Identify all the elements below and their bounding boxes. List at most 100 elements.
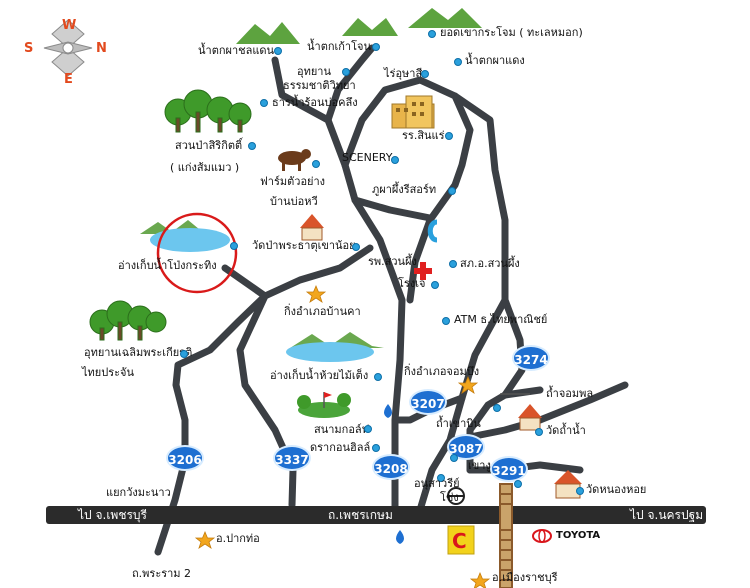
poi-dot bbox=[230, 242, 238, 250]
label-dragon-hills: ดรากอนฮิลล์ bbox=[310, 441, 371, 454]
poi-dot bbox=[450, 454, 458, 462]
poi-dot bbox=[448, 187, 456, 195]
highway-right-label: ไป จ.นครปฐม bbox=[630, 508, 704, 522]
svg-text:C: C bbox=[452, 529, 467, 553]
tree-icon bbox=[89, 89, 252, 341]
compass-east: E bbox=[64, 72, 73, 87]
label-golf: สนามกอล์ฟ bbox=[314, 423, 370, 436]
poi-dot bbox=[535, 428, 543, 436]
label-ang-huai-mai-teng: อ่างเก็บน้ำห้วยไม้เต็ง bbox=[270, 369, 369, 382]
label-king-amphoe-chom-bueng: กิ่งอำเภอจอมบึง bbox=[404, 365, 480, 378]
label-toyota: TOYOTA bbox=[556, 530, 601, 541]
label-utthayan-chaloem: อุทยานเฉลิมพระเกียรติ bbox=[84, 346, 193, 359]
label-school: รร.สินแร่ bbox=[402, 129, 445, 142]
highway-left-label: ไป จ.เพชรบุรี bbox=[78, 508, 147, 522]
label-utthayan: อุทยาน bbox=[297, 65, 331, 78]
compass-icon bbox=[43, 19, 93, 77]
poi-dot bbox=[576, 487, 584, 495]
route-badge-3208: 3208 bbox=[372, 454, 410, 480]
school-icon bbox=[391, 95, 435, 129]
poi-dot bbox=[514, 480, 522, 488]
label-atm: ATM ธ.ไทยพาณิชย์ bbox=[454, 313, 548, 326]
poi-dot bbox=[431, 281, 439, 289]
poi-dot bbox=[248, 142, 256, 150]
poi-dot bbox=[342, 68, 350, 76]
label-kaeng-sam-maeo: ( แก่งส้มแมว ) bbox=[170, 161, 240, 174]
reservoir-icon bbox=[140, 220, 230, 252]
label-wat-nong-hoi: วัดหนองหอย bbox=[586, 483, 647, 496]
highway-center-label: ถ.เพชรเกษม bbox=[328, 508, 393, 522]
poi-dot bbox=[364, 425, 372, 433]
label-phu-pha-resort: ภูผาผึ้งรีสอร์ท bbox=[372, 183, 437, 196]
label-rama2: ถ.พระราม 2 bbox=[132, 567, 192, 580]
label-anusawari: อนุสาวรีย์ bbox=[414, 477, 460, 490]
compass-south: S bbox=[24, 41, 34, 56]
label-namtok-pha-daeng: น้ำตกผาแดง bbox=[465, 54, 525, 67]
route-badge-3207: 3207 bbox=[409, 389, 447, 415]
label-king-amphoe-ban-kha: กิ่งอำเภอบ้านคา bbox=[284, 305, 361, 318]
poi-dot bbox=[260, 99, 268, 107]
label-khao-ngu: เขางู bbox=[468, 459, 491, 472]
cow-icon bbox=[278, 149, 311, 171]
poi-dot bbox=[493, 404, 501, 412]
gas-station-logo: C bbox=[447, 525, 475, 555]
label-farm-line2: บ้านบ่อหวี bbox=[270, 195, 318, 208]
route-badge-3291: 3291 bbox=[490, 456, 528, 482]
label-namtok-pha-chalaen: น้ำตกผาชลแดน bbox=[198, 44, 275, 57]
poi-dot bbox=[445, 132, 453, 140]
roads bbox=[154, 44, 629, 556]
highway-phetkasem bbox=[46, 506, 706, 524]
poi-dot bbox=[437, 474, 445, 482]
poi-dot bbox=[312, 160, 320, 168]
label-than-nam-ron: ธารน้ำร้อนบ่อคลึง bbox=[272, 96, 358, 109]
poi-dot bbox=[428, 30, 436, 38]
poi-dot bbox=[374, 373, 382, 381]
poi-dot bbox=[449, 260, 457, 268]
poi-dot bbox=[372, 43, 380, 51]
poi-dot bbox=[442, 317, 450, 325]
temple-icon bbox=[300, 214, 582, 499]
label-yaeng-wang-manao: แยกวังมะนาว bbox=[106, 486, 171, 499]
fuel-station-icon bbox=[384, 404, 404, 544]
railway bbox=[499, 483, 513, 588]
label-scenery: SCENERY bbox=[342, 151, 393, 164]
label-farm: ฟาร์มตัวอย่าง bbox=[260, 175, 326, 188]
label-anusawari-line2: โช่ง bbox=[440, 491, 459, 504]
poi-dot bbox=[454, 58, 462, 66]
label-pak-tho: อ.ปากท่อ bbox=[216, 532, 260, 545]
label-yod-khao-krachom: ยอดเขากระโจม ( ทะเลหมอก) bbox=[440, 26, 583, 39]
label-tham-chao-bin: ถ้ำเขาบิน bbox=[436, 417, 481, 430]
label-hospital: รพ.สวนผึ้ง bbox=[368, 255, 417, 268]
label-namtok-kao-chon: น้ำตกเก้าโจน bbox=[307, 40, 371, 53]
poi-dot bbox=[372, 444, 380, 452]
fuel-brand-icon bbox=[447, 487, 465, 505]
poi-dot bbox=[180, 350, 188, 358]
hospital-icon bbox=[414, 262, 432, 280]
poi-dot bbox=[274, 47, 282, 55]
star-icon bbox=[194, 284, 491, 588]
poi-dot bbox=[352, 243, 360, 251]
label-rai-upsri: ไร่อุษาสี bbox=[384, 67, 423, 80]
label-suan-pa: สวนป่าสิริกิตติ์ bbox=[175, 139, 243, 152]
label-wat-pa: วัดป่าพระธาตุเขาน้อย bbox=[252, 239, 356, 252]
reservoir-icon bbox=[286, 332, 384, 362]
label-mueang-ratchaburi: อ.เมืองราชบุรี bbox=[492, 571, 558, 584]
route-badge-3337: 3337 bbox=[273, 445, 311, 471]
route-badge-3274: 3274 bbox=[512, 345, 550, 371]
compass-north: N bbox=[96, 41, 107, 56]
route-badge-3206: 3206 bbox=[166, 445, 204, 471]
label-wat-tham-nam: วัดถ้ำน้ำ bbox=[546, 424, 586, 437]
label-police: สภ.อ.สวนผึ้ง bbox=[460, 257, 520, 270]
highlight-circle bbox=[156, 212, 238, 294]
golf-course-icon bbox=[297, 392, 351, 418]
label-tham-chom-phon: ถ้ำจอมพล bbox=[546, 387, 594, 400]
interchange-ring bbox=[427, 219, 438, 243]
label-utthayan-line2: ธรรมชาติวิทยา bbox=[283, 79, 356, 92]
label-rongje: โรงเจ bbox=[398, 277, 426, 290]
compass-west: W bbox=[62, 18, 77, 33]
mountain-icon bbox=[236, 8, 482, 44]
poi-dot bbox=[421, 70, 429, 78]
toyota-logo bbox=[532, 529, 552, 543]
